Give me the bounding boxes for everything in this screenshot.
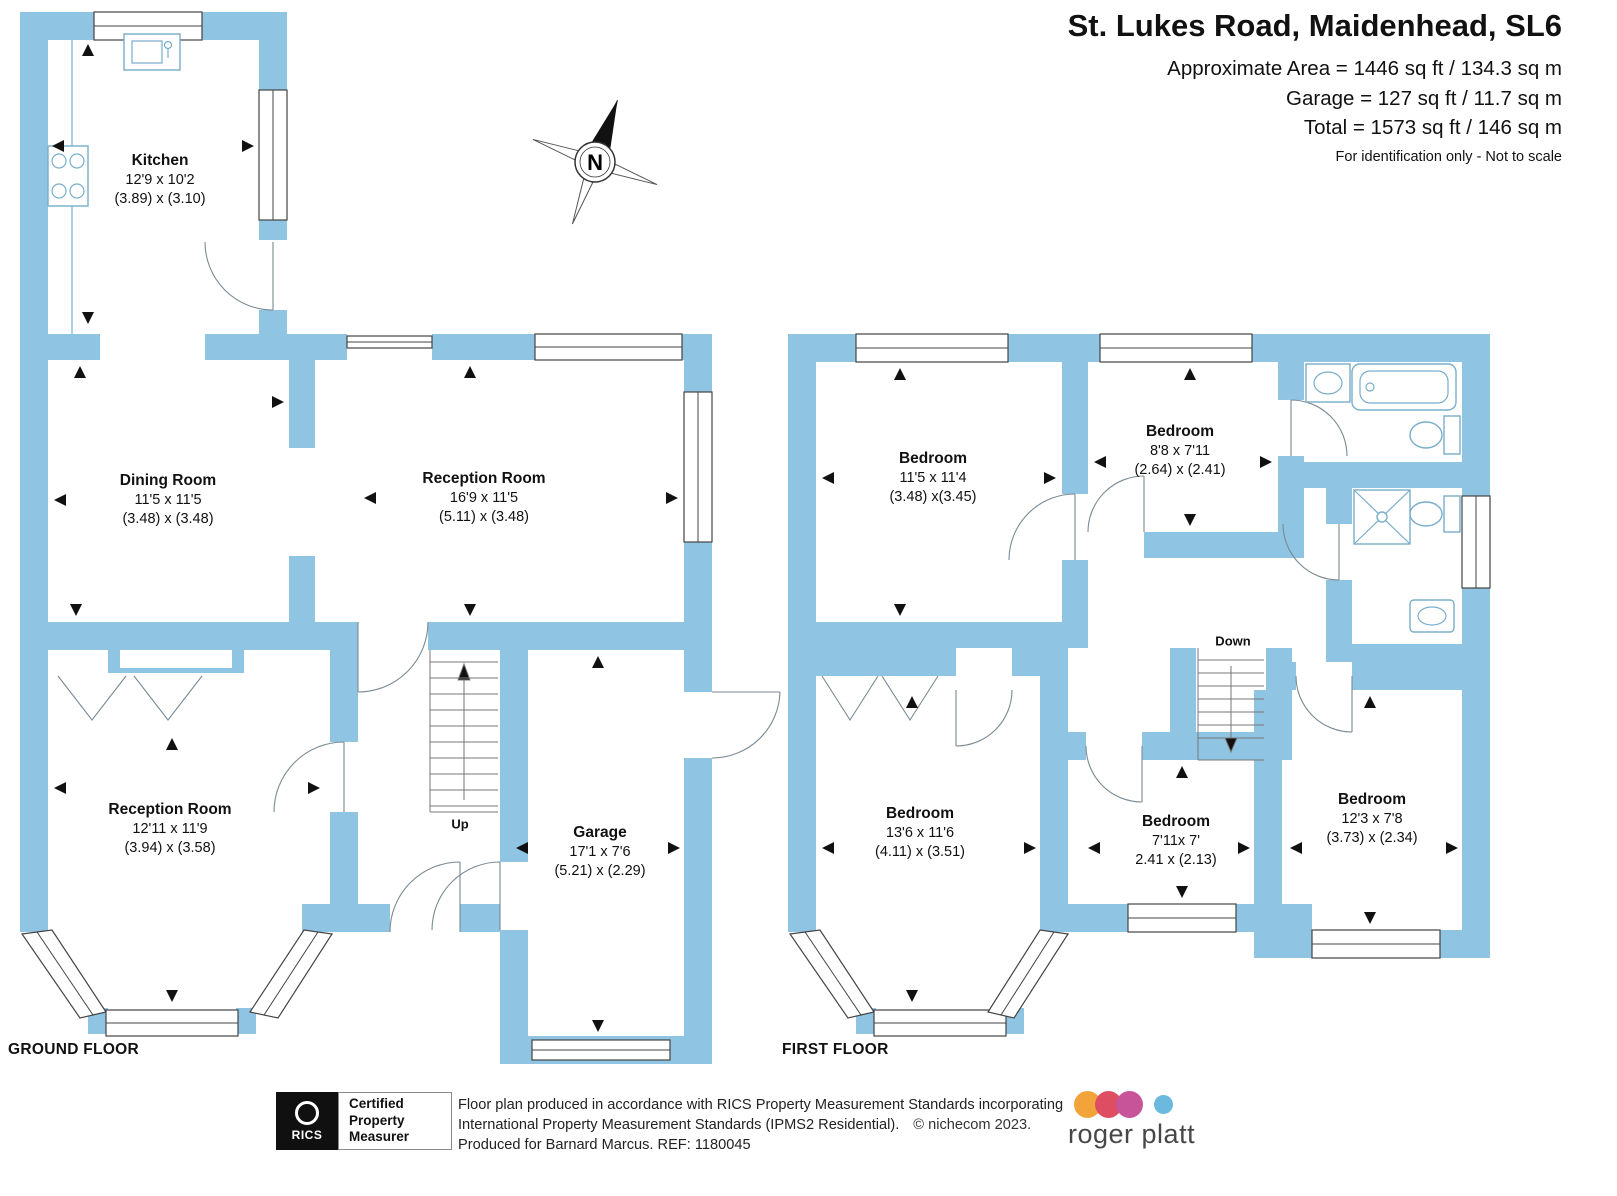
measure-arrow (894, 368, 906, 380)
measure-arrow (1184, 368, 1196, 380)
measure-arrow (52, 140, 64, 152)
bathroom-sink (1305, 363, 1351, 403)
measure-arrow (1176, 766, 1188, 778)
disclaimer-line-3: Produced for Barnard Marcus. REF: 118004… (458, 1137, 751, 1154)
certified-property-measurer-badge: Certified Property Measurer (338, 1092, 452, 1150)
measure-arrow (516, 842, 528, 854)
rics-logo-text: RICS (291, 1127, 323, 1142)
roger-platt-dots-icon (1068, 1089, 1238, 1118)
kitchen-sink (123, 33, 181, 71)
garage-area: Garage = 127 sq ft / 11.7 sq m (1286, 86, 1562, 110)
measure-arrow (668, 842, 680, 854)
shower-room-sink (1409, 599, 1455, 633)
measure-arrow (1290, 842, 1302, 854)
room-label-bedroom-5: Bedroom 12'3 x 7'8 (3.73) x (2.34) (1326, 791, 1418, 847)
stairs-down (1197, 648, 1264, 761)
disclaimer-line-1: Floor plan produced in accordance with R… (458, 1097, 1064, 1113)
measure-arrow (822, 472, 834, 484)
measure-arrow (242, 140, 254, 152)
room-label-bedroom-2: Bedroom 8'8 x 7'11 (2.64) x (2.41) (1134, 423, 1226, 479)
total-area: Total = 1573 sq ft / 146 sq m (1303, 116, 1562, 140)
stove (47, 145, 89, 207)
measure-arrow (166, 990, 178, 1002)
disclaimer-text: Floor plan produced in accordance with R… (458, 1095, 1063, 1155)
copyright: © nichecom 2023. (913, 1117, 1032, 1134)
measure-arrow (1094, 456, 1106, 468)
roger-platt-wordmark: roger platt (1068, 1119, 1196, 1149)
measure-arrow (82, 312, 94, 324)
measure-arrow (592, 1020, 604, 1032)
measure-arrow (1176, 886, 1188, 898)
ground-floor-plan (20, 11, 781, 1064)
stairs-up-label: Up (451, 816, 469, 832)
measure-arrow (894, 604, 906, 616)
north-arrow-icon: N (532, 99, 658, 225)
measure-arrow (464, 604, 476, 616)
rics-logo-mark-icon (295, 1100, 319, 1125)
room-label-reception-room-1: Reception Room 16'9 x 11'5 (5.11) x (3.4… (422, 470, 546, 526)
measure-arrow (1260, 456, 1272, 468)
measure-arrow (666, 492, 678, 504)
first-floor-windows (788, 333, 1491, 1037)
bathtub (1351, 363, 1457, 411)
measure-arrow (74, 366, 86, 378)
stairs-down-label: Down (1215, 633, 1251, 649)
shower (1353, 489, 1411, 545)
measure-arrow (166, 738, 178, 750)
measure-arrow (82, 44, 94, 56)
first-floor-label: FIRST FLOOR (782, 1041, 889, 1058)
measure-arrow (1024, 842, 1036, 854)
measure-arrow (1088, 842, 1100, 854)
page-title: St. Lukes Road, Maidenhead, SL6 (1067, 8, 1562, 43)
compass-label: N (587, 150, 603, 175)
scale-note: For identification only - Not to scale (1335, 149, 1562, 166)
shower-room-toilet (1409, 495, 1461, 533)
room-label-garage: Garage 17'1 x 7'6 (5.21) x (2.29) (554, 824, 646, 880)
measure-arrow (592, 656, 604, 668)
room-label-bedroom-4: Bedroom 7'11x 7' 2.41 x (2.13) (1135, 813, 1217, 869)
rics-logo: RICS (276, 1092, 338, 1150)
roger-platt-logo: roger platt (1068, 1089, 1238, 1150)
measure-arrow (364, 492, 376, 504)
ground-floor-windows (20, 11, 713, 1061)
measure-arrow (1364, 912, 1376, 924)
dot-pink-icon (1116, 1091, 1143, 1118)
measure-arrow (906, 990, 918, 1002)
ground-floor-label: GROUND FLOOR (8, 1041, 140, 1058)
stairs-up (429, 650, 498, 813)
measure-arrow (70, 604, 82, 616)
measure-arrow (1364, 696, 1376, 708)
measure-arrow (906, 696, 918, 708)
approximate-area: Approximate Area = 1446 sq ft / 134.3 sq… (1167, 57, 1562, 80)
measure-arrow (54, 782, 66, 794)
measure-arrow (308, 782, 320, 794)
measure-arrow (54, 494, 66, 506)
bathroom-toilet (1409, 415, 1461, 455)
disclaimer-line-2: International Property Measurement Stand… (458, 1117, 1032, 1134)
measure-arrow (1184, 514, 1196, 526)
measure-arrow (1446, 842, 1458, 854)
room-label-reception-room-2: Reception Room 12'11 x 11'9 (3.94) x (3.… (108, 801, 232, 857)
measure-arrow (822, 842, 834, 854)
ground-floor-doors (57, 241, 781, 933)
room-label-dining-room: Dining Room 11'5 x 11'5 (3.48) x (3.48) (119, 472, 217, 528)
dot-blue-icon (1154, 1095, 1173, 1114)
first-floor-plan (788, 333, 1491, 1037)
measure-arrow (464, 366, 476, 378)
measure-arrows (52, 44, 1458, 1032)
measure-arrow (272, 396, 284, 408)
measure-arrow (1238, 842, 1250, 854)
header: St. Lukes Road, Maidenhead, SL6 Approxim… (1068, 8, 1562, 165)
measure-arrow (1044, 472, 1056, 484)
room-label-kitchen: Kitchen 12'9 x 10'2 (3.89) x (3.10) (114, 152, 206, 208)
room-label-bedroom-3: Bedroom 13'6 x 11'6 (4.11) x (3.51) (875, 805, 965, 861)
first-floor-doors (821, 399, 1353, 803)
room-label-bedroom-1: Bedroom 11'5 x 11'4 (3.48) x(3.45) (889, 450, 977, 506)
